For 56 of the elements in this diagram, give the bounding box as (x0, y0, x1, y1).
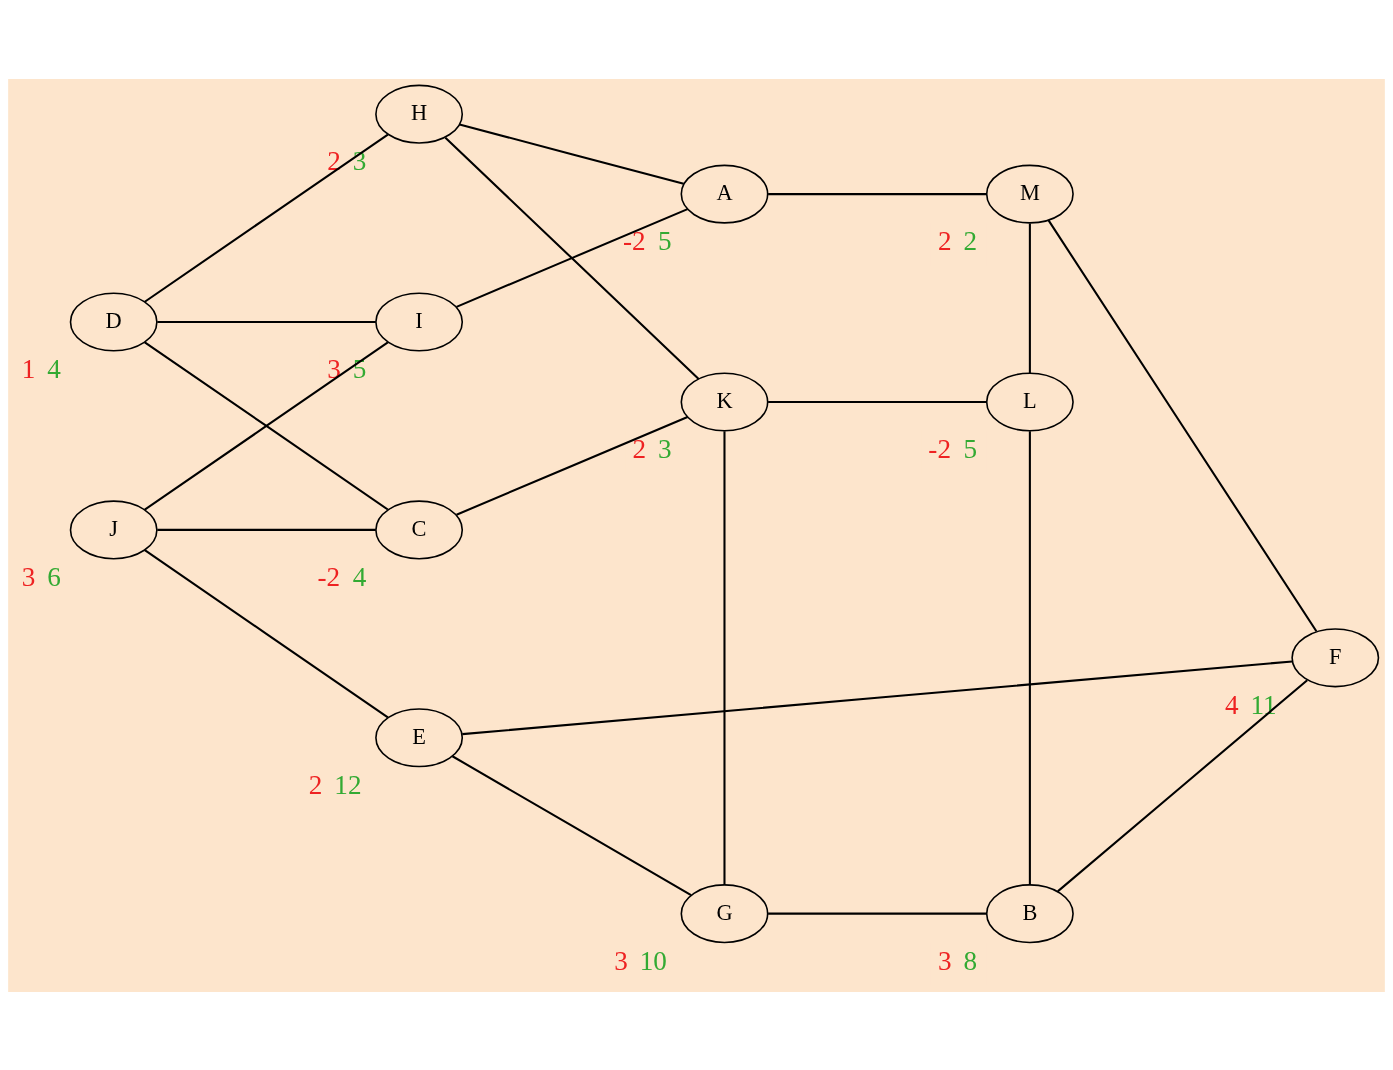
node-label: 3 (352, 145, 367, 176)
connector (144, 548, 389, 718)
node-label: 2 (963, 225, 978, 256)
node-ellipse: J (69, 499, 158, 559)
node-ellipse: K (680, 371, 769, 432)
node-ellipse: A (680, 164, 769, 224)
node-label: 5 (963, 433, 978, 464)
node-label: 12 (334, 769, 362, 800)
connector (451, 754, 692, 896)
node-label: 4 (1224, 689, 1239, 720)
node-label: -2 (317, 561, 341, 592)
node-label: 5 (658, 225, 672, 256)
connector (1057, 678, 1308, 892)
node-label: 3 (614, 945, 628, 976)
node-label: 3 (21, 561, 36, 592)
node-label: -2 (622, 225, 646, 256)
connector (768, 192, 987, 195)
node-ellipse: G (680, 883, 769, 943)
connector (768, 400, 987, 403)
node-label: 11 (1250, 689, 1277, 720)
node-ellipse: C (375, 499, 464, 559)
node-label: 4 (352, 561, 367, 592)
node-ellipse: F (1291, 627, 1380, 687)
node-ellipse: I (375, 291, 464, 352)
node-label: 2 (937, 225, 952, 256)
node-label: 10 (639, 945, 667, 976)
node-ellipse: H (375, 84, 464, 144)
connector (459, 122, 684, 185)
connector (157, 320, 376, 323)
node-label: 3 (658, 433, 672, 464)
connector (723, 430, 726, 885)
node-label: 2 (308, 769, 323, 800)
node-label: 1 (21, 353, 36, 384)
node-label: -2 (928, 433, 951, 464)
connector (444, 136, 700, 380)
connector (768, 912, 987, 915)
node-ellipse: D (69, 291, 158, 352)
connector (1028, 223, 1031, 373)
node-label: 2 (327, 145, 341, 176)
node-label: 2 (632, 433, 647, 464)
node-ellipse: L (985, 371, 1074, 432)
node-label: 3 (327, 353, 341, 384)
connector (144, 341, 389, 510)
connector (456, 415, 688, 516)
connector (157, 528, 376, 531)
node-label: 3 (937, 945, 952, 976)
connector (144, 133, 389, 303)
node-ellipse: M (985, 164, 1074, 224)
node-ellipse: E (375, 707, 464, 767)
node-label: 8 (963, 945, 978, 976)
node-ellipse: B (985, 883, 1074, 943)
connector (1047, 219, 1318, 632)
connector (456, 207, 688, 308)
connector (1028, 430, 1031, 885)
node-label: 4 (47, 353, 61, 384)
node-label: 6 (47, 561, 61, 592)
